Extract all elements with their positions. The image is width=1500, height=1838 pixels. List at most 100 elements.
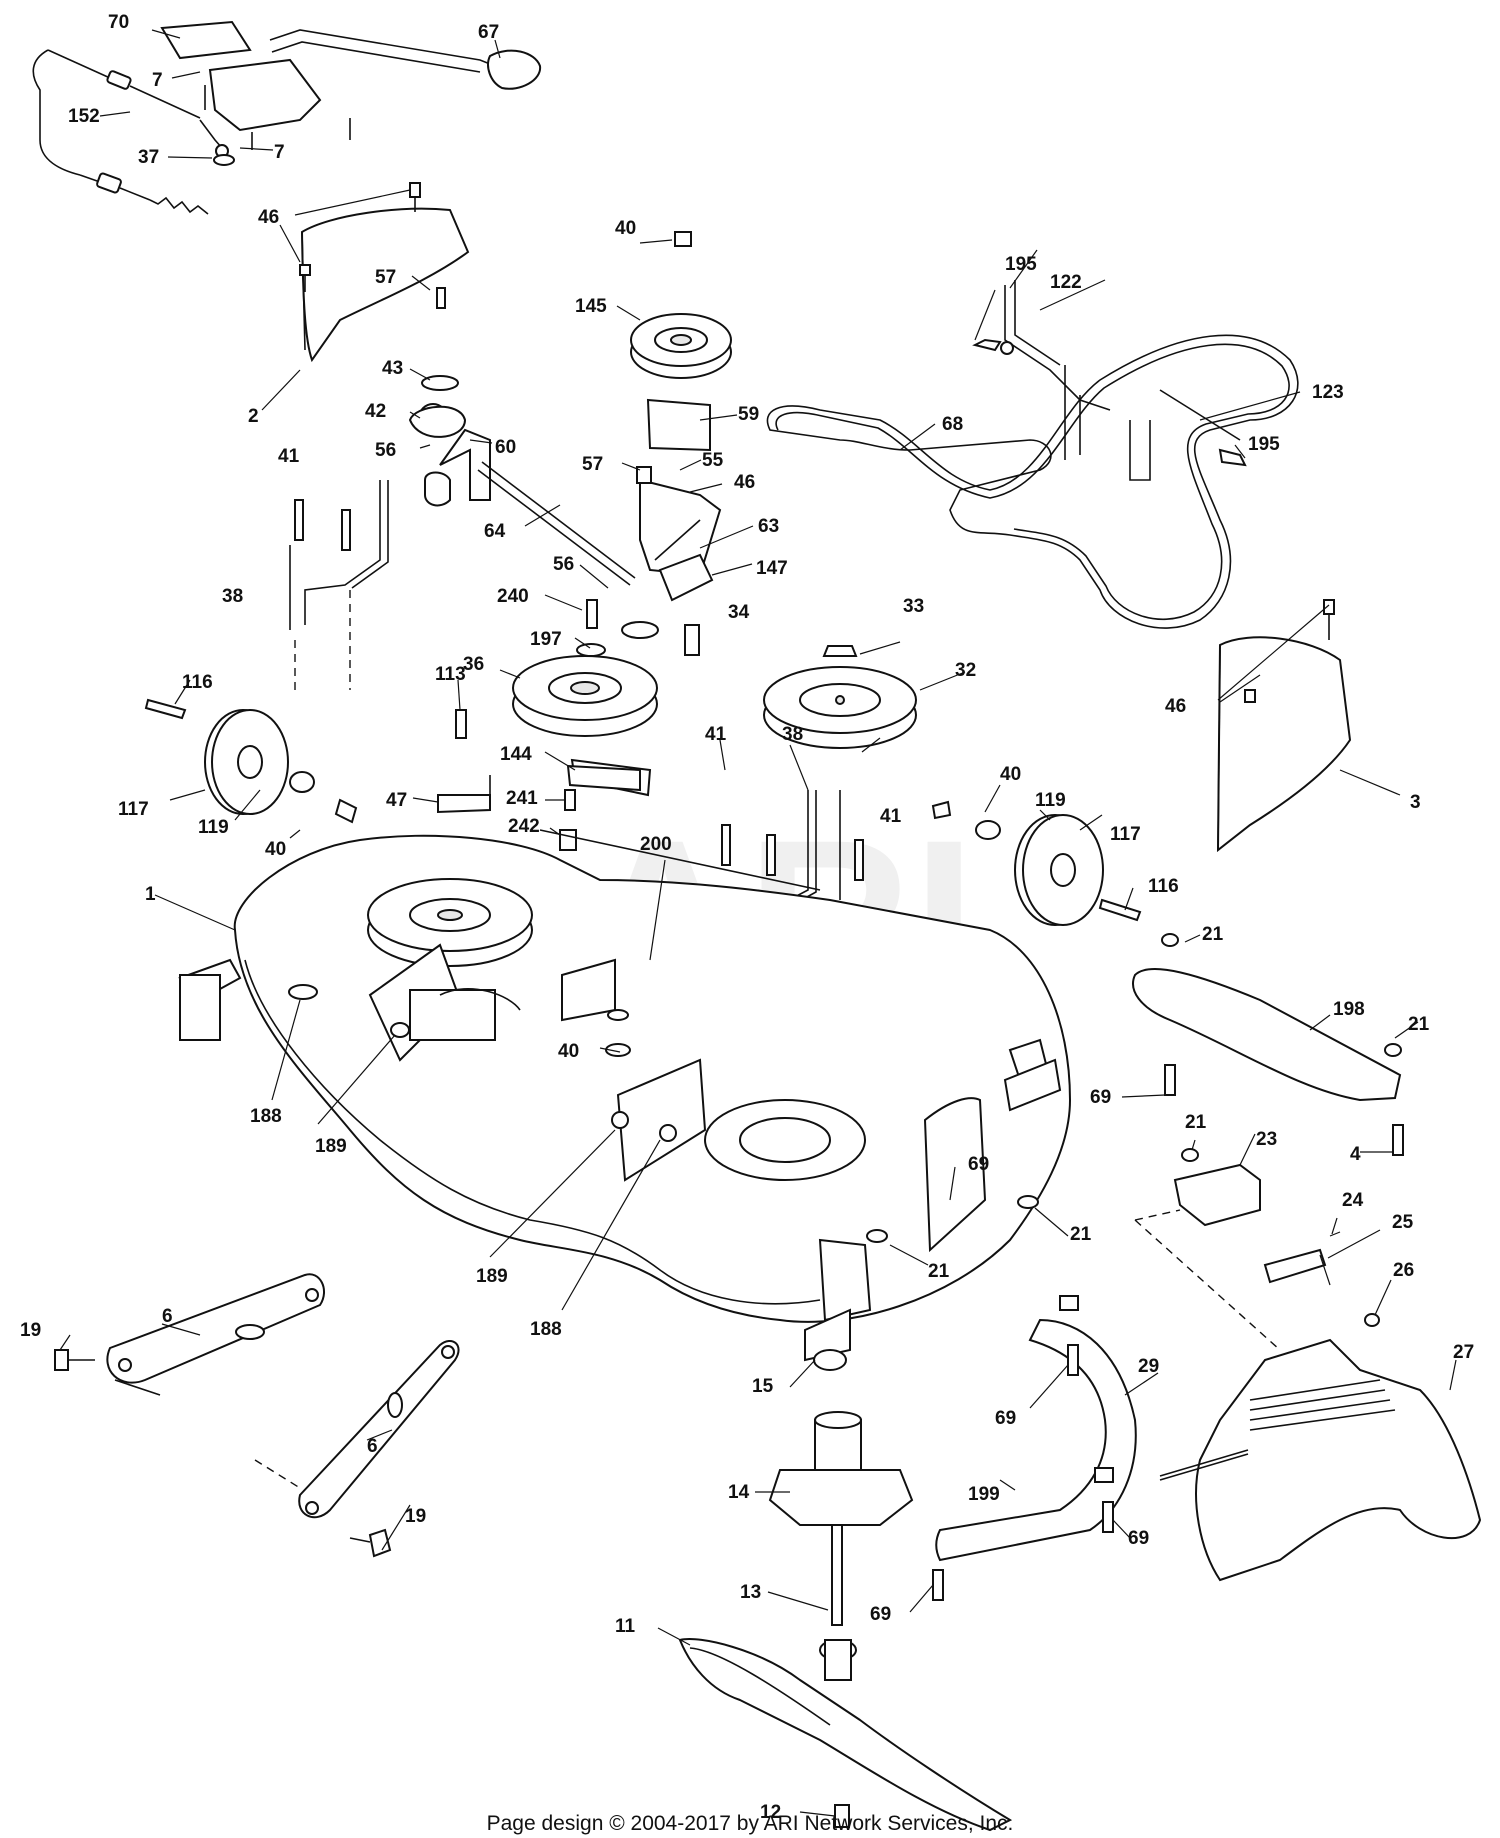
callout-69e: 69 xyxy=(870,1604,891,1625)
callout-67: 67 xyxy=(478,22,499,43)
callout-19b: 19 xyxy=(405,1506,426,1527)
callout-6a: 6 xyxy=(162,1306,173,1327)
callout-36: 36 xyxy=(463,654,484,675)
callout-40b: 40 xyxy=(265,839,286,860)
callout-69b: 69 xyxy=(968,1154,989,1175)
callout-25: 25 xyxy=(1392,1212,1414,1233)
callout-145: 145 xyxy=(575,296,607,317)
pulley-32 xyxy=(763,645,917,900)
belt-guides-122-123 xyxy=(972,280,1247,481)
callout-41a: 41 xyxy=(278,446,300,467)
callout-29: 29 xyxy=(1138,1356,1159,1377)
callout-70: 70 xyxy=(108,12,129,33)
callout-47: 47 xyxy=(386,790,407,811)
callout-38a: 38 xyxy=(222,586,243,607)
callout-56a: 56 xyxy=(375,440,396,461)
left-lift-link-38 xyxy=(289,480,389,690)
callout-116a: 116 xyxy=(182,672,213,693)
callout-59: 59 xyxy=(738,404,759,425)
callout-21b: 21 xyxy=(1408,1014,1430,1035)
callout-12: 12 xyxy=(760,1802,781,1823)
callout-33: 33 xyxy=(903,596,924,617)
callout-241: 241 xyxy=(506,788,538,809)
callout-42: 42 xyxy=(365,401,386,422)
callout-69d: 69 xyxy=(1128,1528,1149,1549)
callout-60: 60 xyxy=(495,437,516,458)
callout-46a: 46 xyxy=(258,207,279,228)
callout-119b: 119 xyxy=(1035,790,1066,811)
callout-198: 198 xyxy=(1333,999,1365,1020)
callout-46b: 46 xyxy=(734,472,755,493)
shield-198 xyxy=(1132,933,1404,1156)
callout-123: 123 xyxy=(1312,382,1344,403)
callout-188a: 188 xyxy=(250,1106,282,1127)
spindle-assembly xyxy=(678,1349,1013,1832)
callout-4: 4 xyxy=(1350,1144,1361,1165)
idler-pulley-145 xyxy=(586,231,732,656)
callout-41b: 41 xyxy=(705,724,727,745)
callout-37: 37 xyxy=(138,147,159,168)
callout-40c: 40 xyxy=(1000,764,1021,785)
callout-7b: 7 xyxy=(274,142,285,163)
discharge-chute-assembly xyxy=(1134,1148,1482,1582)
callout-14: 14 xyxy=(728,1482,750,1503)
callout-113: 113 xyxy=(435,664,466,685)
callout-7a: 7 xyxy=(152,70,163,91)
callout-195b: 195 xyxy=(1248,434,1280,455)
callout-labels: 70 67 7 7 152 37 46 2 57 43 42 56 60 64 … xyxy=(20,12,1474,1823)
callout-13: 13 xyxy=(740,1582,761,1603)
callout-41c: 41 xyxy=(880,806,902,827)
callout-57a: 57 xyxy=(375,267,396,288)
callout-32: 32 xyxy=(955,660,976,681)
callout-55: 55 xyxy=(702,450,724,471)
lift-arm-6-lower xyxy=(254,1340,460,1558)
callout-144: 144 xyxy=(500,744,532,765)
callout-21c: 21 xyxy=(1185,1112,1207,1133)
callout-189b: 189 xyxy=(476,1266,508,1287)
callout-11: 11 xyxy=(615,1616,636,1637)
callout-195a: 195 xyxy=(1005,254,1037,275)
callout-117a: 117 xyxy=(118,799,149,820)
callout-15: 15 xyxy=(752,1376,774,1397)
callout-46c: 46 xyxy=(1165,696,1186,717)
callout-6b: 6 xyxy=(367,1436,378,1457)
lift-lever-assembly xyxy=(32,20,542,215)
lift-arm-6-upper xyxy=(54,1273,325,1396)
callout-24: 24 xyxy=(1342,1190,1364,1211)
callout-147: 147 xyxy=(756,558,788,579)
callout-189a: 189 xyxy=(315,1136,347,1157)
callout-1: 1 xyxy=(145,884,156,905)
callout-leaders xyxy=(59,29,1457,1817)
callout-21e: 21 xyxy=(928,1261,950,1282)
callout-197: 197 xyxy=(530,629,562,650)
callout-2: 2 xyxy=(248,406,259,427)
callout-117b: 117 xyxy=(1110,824,1141,845)
callout-43: 43 xyxy=(382,358,403,379)
part-3-belt-guard xyxy=(1216,599,1352,853)
callout-26: 26 xyxy=(1393,1260,1414,1281)
callout-21a: 21 xyxy=(1202,924,1224,945)
callout-19a: 19 xyxy=(20,1320,41,1341)
idler-arm-assembly xyxy=(408,287,659,639)
callout-188b: 188 xyxy=(530,1319,562,1340)
shield-199 xyxy=(932,1295,1137,1601)
callout-69c: 69 xyxy=(995,1408,1016,1429)
belt-68 xyxy=(766,334,1299,629)
callout-3: 3 xyxy=(1410,792,1421,813)
callout-23: 23 xyxy=(1256,1129,1277,1150)
callout-240: 240 xyxy=(497,586,529,607)
callout-40d: 40 xyxy=(558,1041,579,1062)
callout-69a: 69 xyxy=(1090,1087,1111,1108)
callout-119a: 119 xyxy=(198,817,229,838)
callout-152: 152 xyxy=(68,106,100,127)
right-gauge-wheel xyxy=(931,800,1142,926)
callout-38b: 38 xyxy=(782,724,803,745)
callout-199: 199 xyxy=(968,1484,1000,1505)
callout-57b: 57 xyxy=(582,454,603,475)
mower-deck-1 xyxy=(178,829,1072,1362)
callout-63: 63 xyxy=(758,516,779,537)
callout-122: 122 xyxy=(1050,272,1082,293)
callout-242: 242 xyxy=(508,816,540,837)
copyright-footer: Page design © 2004-2017 by ARI Network S… xyxy=(487,1812,1014,1835)
